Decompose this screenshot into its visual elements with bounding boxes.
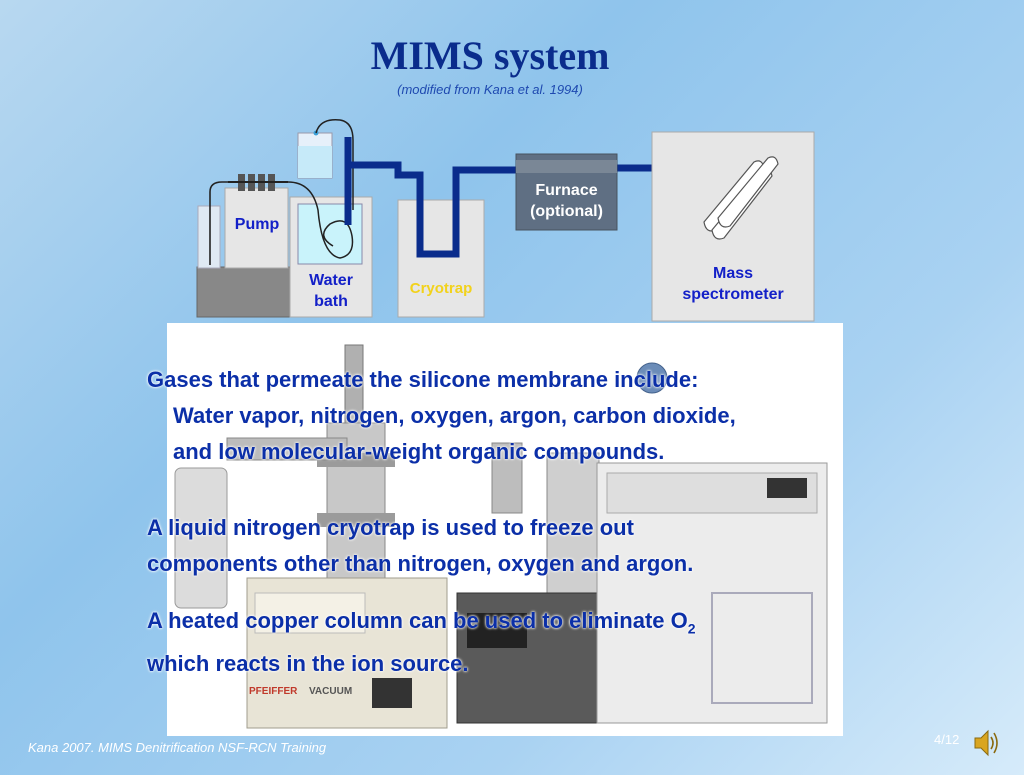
footer-credit: Kana 2007. MIMS Denitrification NSF-RCN … [28,740,327,755]
furnace-tube [516,160,617,173]
sample-vessel-water [298,146,332,178]
mass-spec-label-line2: spectrometer [682,286,784,303]
furnace-label-line1: Furnace [535,182,598,199]
slide-title: MIMS system [370,33,610,78]
slide-subtitle: (modified from Kana et al. 1994) [397,82,583,97]
pump-body [224,187,289,269]
mims-schematic [196,119,815,322]
cryotrap-vessel [397,199,485,318]
apparatus-illustration [167,323,843,736]
pump-rollers [228,174,288,191]
paragraph-copper-line2: which reacts in the ion source. [147,651,469,677]
speaker-icon[interactable] [972,726,1000,760]
apparatus-photo: PFEIFFER VACUUM [167,323,843,736]
mass-spec-label: Mass spectrometer [652,263,814,305]
water-bath-water [297,203,363,265]
furnace-label: Furnace (optional) [516,180,617,222]
water-bath-label-line2: bath [314,293,348,310]
mass-spec-label-line1: Mass [712,265,754,282]
paragraph-gases-line3: and low molecular-weight organic compoun… [173,439,665,464]
paragraph-cryotrap: A liquid nitrogen cryotrap is used to fr… [147,510,693,582]
page-number: 4/12 [934,732,960,747]
paragraph-cryotrap-line1: A liquid nitrogen cryotrap is used to fr… [147,515,634,540]
photo-brand-text: PFEIFFER [249,686,298,697]
furnace-label-line2: (optional) [530,203,603,220]
paragraph-copper-line1-text: A heated copper column can be used to el… [147,608,688,633]
paragraph-gases-line2: Water vapor, nitrogen, oxygen, argon, ca… [173,403,736,428]
membrane-loop [287,181,354,259]
photo-model-text: VACUUM [309,686,353,697]
paragraph-copper-line1: A heated copper column can be used to el… [147,603,696,646]
paragraph-gases-line1: Gases that permeate the silicone membran… [147,367,699,392]
paragraph-copper-column: A heated copper column can be used to el… [147,603,696,682]
tubing-inlet [209,181,232,265]
pump-base [196,266,291,318]
pump-reservoir [197,205,221,269]
paragraph-gases: Gases that permeate the silicone membran… [147,362,736,470]
paragraph-cryotrap-line2: components other than nitrogen, oxygen a… [147,551,694,576]
water-bath-label: Water bath [292,270,370,312]
tubing-return [315,119,354,210]
pump-label: Pump [234,216,280,233]
cryotrap-label: Cryotrap [409,280,473,297]
mass-spec-rods-icon [703,156,779,240]
water-bath-label-line1: Water [309,272,353,289]
vacuum-line [344,137,658,258]
oxygen-subscript: 2 [687,620,696,637]
